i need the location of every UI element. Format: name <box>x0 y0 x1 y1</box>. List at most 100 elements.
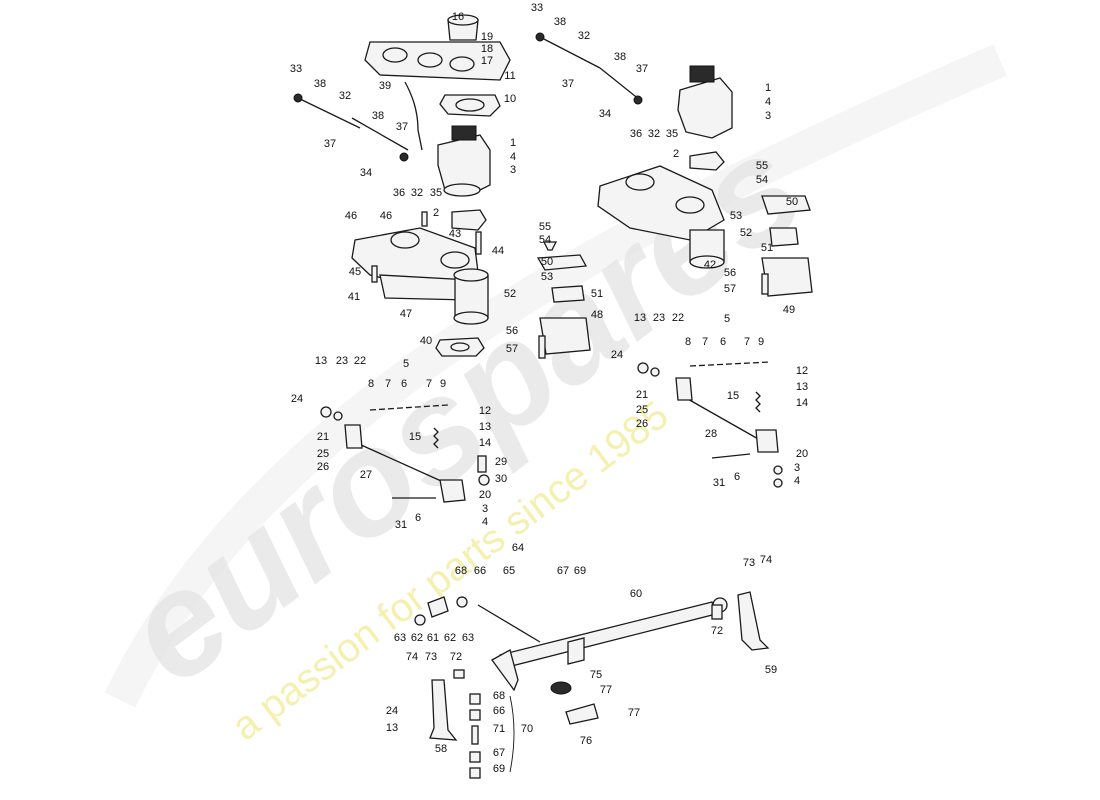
callout-label: 8 <box>368 378 374 390</box>
callout-label: 30 <box>495 473 507 485</box>
callout-label: 38 <box>614 51 626 63</box>
callout-label: 24 <box>386 705 398 717</box>
callout-label: 7 <box>702 336 708 348</box>
callout-label: 35 <box>666 128 678 140</box>
callout-label: 41 <box>348 291 360 303</box>
callout-label: 32 <box>648 128 660 140</box>
parts-group-left-manifold <box>351 209 489 357</box>
callout-label: 25 <box>636 404 648 416</box>
callout-label: 23 <box>653 312 665 324</box>
callout-label: 38 <box>314 78 326 90</box>
callout-label: 46 <box>380 210 392 222</box>
callout-label: 32 <box>578 30 590 42</box>
parts-group-top-left-carburetor <box>293 14 511 197</box>
callout-label: 12 <box>796 365 808 377</box>
callout-label: 6 <box>401 378 407 390</box>
callout-label: 57 <box>724 283 736 295</box>
callout-label: 58 <box>435 743 447 755</box>
callout-label: 69 <box>574 565 586 577</box>
callout-label: 20 <box>796 448 808 460</box>
callout-label: 16 <box>452 11 464 23</box>
callout-label: 71 <box>493 723 505 735</box>
callout-label: 59 <box>765 664 777 676</box>
callout-label: 25 <box>317 448 329 460</box>
callout-label: 70 <box>521 723 533 735</box>
callout-label: 54 <box>539 234 551 246</box>
callout-label: 51 <box>761 242 773 254</box>
callout-label: 51 <box>591 288 603 300</box>
callout-label: 45 <box>349 266 361 278</box>
callout-label: 34 <box>599 108 611 120</box>
callout-label: 31 <box>395 519 407 531</box>
callout-label: 55 <box>756 160 768 172</box>
callout-label: 11 <box>504 70 515 82</box>
callout-label: 69 <box>493 763 505 775</box>
parts-group-left-linkage <box>320 404 490 503</box>
callout-label: 26 <box>317 461 329 473</box>
callout-label: 3 <box>765 110 771 122</box>
callout-label: 13 <box>315 355 327 367</box>
callout-label: 24 <box>291 393 303 405</box>
callout-label: 32 <box>339 90 351 102</box>
callout-label: 55 <box>539 221 551 233</box>
callout-label: 46 <box>345 210 357 222</box>
callout-label: 49 <box>783 304 795 316</box>
callout-label: 22 <box>354 355 366 367</box>
callout-label: 54 <box>756 174 768 186</box>
callout-label: 33 <box>290 63 302 75</box>
callout-label: 74 <box>760 554 772 566</box>
callout-label: 50 <box>786 196 798 208</box>
callout-label: 15 <box>409 431 421 443</box>
callout-label: 36 <box>393 187 405 199</box>
parts-group-top-right-carburetor <box>535 32 733 171</box>
callout-label: 10 <box>504 93 516 105</box>
callout-label: 15 <box>727 390 739 402</box>
callout-label: 6 <box>734 471 740 483</box>
parts-group-cross-shaft <box>414 591 770 779</box>
callout-label: 63 <box>462 632 474 644</box>
callout-label: 19 <box>481 31 493 43</box>
callout-label: 66 <box>474 565 486 577</box>
callout-label: 56 <box>724 267 736 279</box>
callout-label: 37 <box>324 138 336 150</box>
callout-label: 39 <box>379 80 391 92</box>
callout-label: 9 <box>440 378 446 390</box>
callout-label: 67 <box>493 747 505 759</box>
callout-label: 37 <box>562 78 574 90</box>
callout-label: 56 <box>506 325 518 337</box>
callout-label: 27 <box>360 469 372 481</box>
callout-label: 52 <box>740 227 752 239</box>
callout-label: 37 <box>396 121 408 133</box>
callout-label: 77 <box>628 707 640 719</box>
callout-label: 68 <box>493 690 505 702</box>
callout-label: 14 <box>796 397 808 409</box>
callout-label: 13 <box>634 312 646 324</box>
callout-label: 64 <box>512 542 524 554</box>
callout-label: 5 <box>403 358 409 370</box>
callout-label: 72 <box>450 651 462 663</box>
callout-label: 36 <box>630 128 642 140</box>
callout-label: 48 <box>591 309 603 321</box>
callout-label: 2 <box>673 148 679 160</box>
callout-label: 66 <box>493 705 505 717</box>
callout-label: 21 <box>317 431 329 443</box>
callout-label: 1 <box>765 82 771 94</box>
callout-label: 22 <box>672 312 684 324</box>
callout-label: 8 <box>685 336 691 348</box>
callout-label: 32 <box>411 187 423 199</box>
callout-label: 73 <box>425 651 437 663</box>
callout-label: 20 <box>479 489 491 501</box>
callout-label: 4 <box>794 475 800 487</box>
callout-label: 53 <box>730 210 742 222</box>
callout-label: 3 <box>794 462 800 474</box>
callout-label: 24 <box>611 349 623 361</box>
callout-label: 67 <box>557 565 569 577</box>
callout-label: 6 <box>720 336 726 348</box>
callout-label: 6 <box>415 512 421 524</box>
callout-label: 4 <box>510 151 516 163</box>
callout-label: 9 <box>758 336 764 348</box>
callout-label: 68 <box>455 565 467 577</box>
callout-label: 65 <box>503 565 515 577</box>
callout-label: 7 <box>426 378 432 390</box>
